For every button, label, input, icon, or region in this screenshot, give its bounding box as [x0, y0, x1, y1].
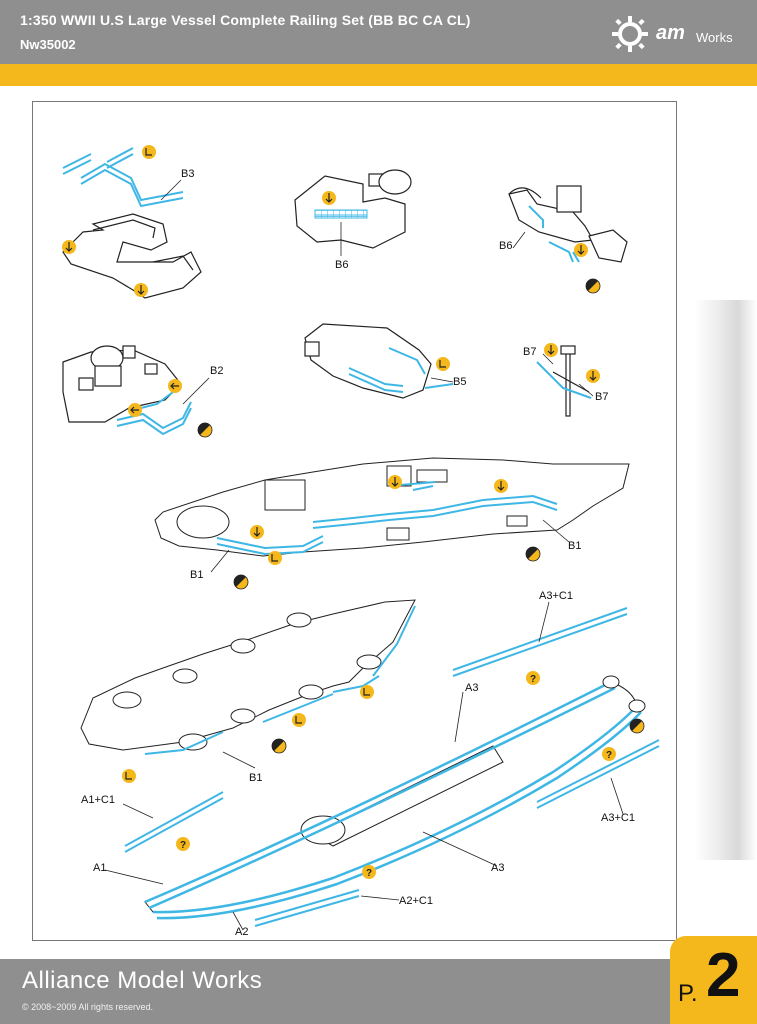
header-bar: 1:350 WWII U.S Large Vessel Complete Rai… [0, 0, 757, 64]
half-circle-marker-icon [629, 718, 645, 734]
header-accent-stripe [0, 64, 757, 86]
arrow-marker-icon [292, 713, 306, 727]
label-a3-c1-top: A3+C1 [539, 590, 573, 602]
page-number: 2 [706, 941, 741, 1010]
label-b7-top: B7 [523, 346, 537, 358]
arrow-marker-icon [436, 357, 450, 371]
leader-lines [104, 179, 624, 931]
label-a1: A1 [93, 862, 107, 874]
half-circle-marker-icon [233, 574, 249, 590]
label-b5: B5 [453, 376, 467, 388]
b7-railing [536, 361, 592, 399]
b3-deck [62, 213, 202, 299]
b6-superstructure [294, 169, 412, 249]
arrow-marker-icon [360, 685, 374, 699]
gear-icon [612, 16, 648, 52]
half-circle-marker-icon [525, 546, 541, 562]
question-marker-icon: ? [176, 837, 190, 851]
b2-structure [62, 345, 182, 423]
b1-deck [80, 599, 416, 751]
label-a3-top: A3 [465, 682, 479, 694]
b6-railing-right [528, 205, 580, 263]
arrow-marker-icon [388, 475, 402, 489]
b7-mast [552, 345, 590, 417]
instruction-panel: ? ? ? ? B3 B6 B6 B2 B5 B7 B7 B1 B1 A3+C [32, 101, 677, 941]
label-b3: B3 [181, 168, 195, 180]
arrow-marker-icon [322, 191, 336, 205]
label-b1-bottom: B1 [249, 772, 263, 784]
arrow-marker-icon [586, 369, 600, 383]
label-b2: B2 [210, 365, 224, 377]
arrow-marker-icon [122, 769, 136, 783]
document-title: 1:350 WWII U.S Large Vessel Complete Rai… [20, 12, 471, 28]
question-marker-icon: ? [362, 865, 376, 879]
footer-bar: Alliance Model Works © 2008~2009 All rig… [0, 959, 757, 1024]
arrow-marker-icon [574, 243, 588, 257]
b5-railing [348, 347, 454, 393]
arrow-marker-icon [128, 403, 142, 417]
product-code: Nw35002 [20, 37, 76, 52]
arrow-marker-icon [494, 479, 508, 493]
label-a1-c1: A1+C1 [81, 794, 115, 806]
label-a2: A2 [235, 926, 249, 938]
b1-railing [216, 481, 558, 556]
arrow-marker-icon [142, 145, 156, 159]
b1-deck-railing [144, 605, 416, 755]
question-marker-icon: ? [526, 671, 540, 685]
svg-text:?: ? [606, 750, 612, 761]
b3-railing [62, 147, 184, 208]
svg-text:?: ? [366, 868, 372, 879]
logo-works-text: Works [696, 30, 733, 45]
label-b6-center: B6 [335, 259, 349, 271]
arrow-marker-icon [62, 240, 76, 254]
b5-deckhouse [304, 323, 432, 399]
direction-markers: ? ? ? ? [62, 145, 645, 879]
arrow-marker-icon [544, 343, 558, 357]
logo-text: am [656, 22, 685, 44]
half-circle-marker-icon [585, 278, 601, 294]
svg-text:?: ? [180, 840, 186, 851]
page-number-box: P. 2 [670, 936, 757, 1024]
label-a2-c1: A2+C1 [399, 895, 433, 907]
label-a3-bottom: A3 [491, 862, 505, 874]
half-circle-marker-icon [197, 422, 213, 438]
hull-railing [144, 680, 642, 920]
label-a3-c1-right: A3+C1 [601, 812, 635, 824]
b6-bridge [508, 185, 628, 263]
brand-name: Alliance Model Works [22, 967, 263, 994]
label-b1-left: B1 [190, 569, 204, 581]
label-b1-right: B1 [568, 540, 582, 552]
question-marker-icon: ? [602, 747, 616, 761]
blurred-margin [694, 300, 757, 860]
arrow-marker-icon [168, 379, 182, 393]
b1-superstructure [154, 457, 630, 557]
copyright-text: © 2008~2009 All rights reserved. [22, 1002, 153, 1012]
label-b6-right: B6 [499, 240, 513, 252]
label-b7-bottom: B7 [595, 391, 609, 403]
page-prefix: P. [678, 980, 698, 1007]
brand-logo: am Works [612, 14, 742, 54]
arrow-marker-icon [134, 283, 148, 297]
arrow-marker-icon [250, 525, 264, 539]
arrow-marker-icon [268, 551, 282, 565]
half-circle-marker-icon [271, 738, 287, 754]
svg-text:?: ? [530, 674, 536, 685]
assembly-diagram: ? ? ? ? [62, 145, 660, 931]
